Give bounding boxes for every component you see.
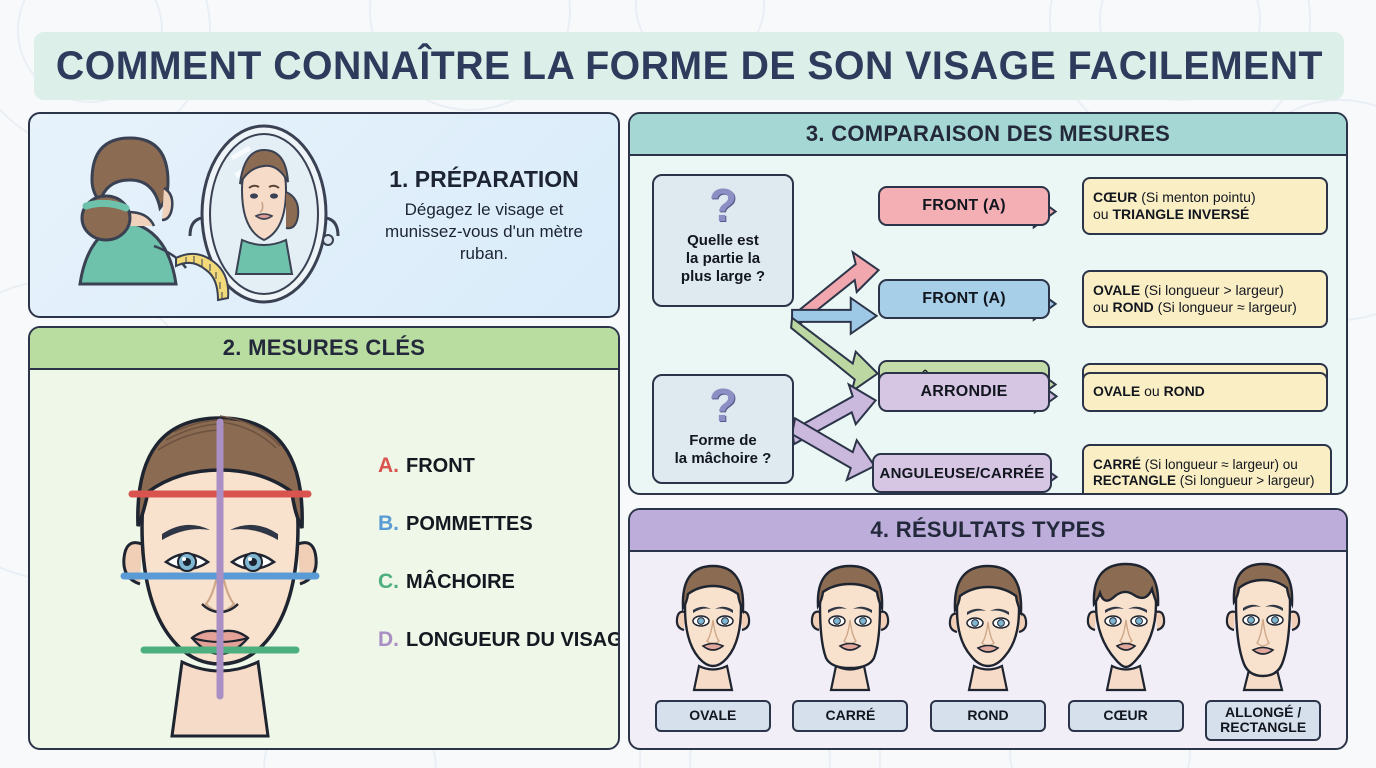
result-face-long-rectangle[interactable]: ALLONGÉ / RECTANGLE — [1201, 554, 1325, 741]
option-anguleuse-carree[interactable]: ANGULEUSE/CARRÉE — [872, 453, 1052, 493]
panel-comparison-header: 3. COMPARAISON DES MESURES — [630, 114, 1346, 156]
page-title-band: COMMENT CONNAÎTRE LA FORME DE SON VISAGE… — [34, 32, 1344, 100]
face-caption-round: ROND — [929, 700, 1046, 732]
result-line-1: OVALE ou ROND — [1093, 383, 1205, 400]
result-line-2: ou ROND (Si longueur ≈ largeur) — [1093, 299, 1297, 315]
result-face-round[interactable]: ROND — [926, 554, 1050, 732]
face-caption-square: CARRÉ — [792, 700, 909, 732]
measurement-legend: A. FRONT B. POMMETTES C. MÂCHOIRE D. LON… — [378, 454, 618, 686]
face-caption-heart: CŒUR — [1067, 700, 1184, 732]
result-line-1: CŒUR (Si menton pointu) — [1093, 188, 1256, 205]
legend-item-machoire: C. MÂCHOIRE — [378, 570, 610, 594]
legend-label-pommettes: POMMETTES — [406, 513, 533, 535]
result-line-1: CARRÉ (Si longueur ≈ largeur) ou — [1093, 456, 1298, 472]
option-pommettes-b[interactable]: FRONT (A) — [878, 279, 1050, 319]
panel-key-measurements-header: 2. MESURES CLÉS — [30, 328, 618, 370]
legend-letter-c: C. — [378, 570, 399, 593]
page-title: COMMENT CONNAÎTRE LA FORME DE SON VISAGE… — [55, 43, 1323, 88]
question-line-1: Quelle est — [687, 232, 759, 249]
result-coeur-triangle-inverse: CŒUR (Si menton pointu) ou TRIANGLE INVE… — [1082, 177, 1328, 235]
result-face-heart[interactable]: CŒUR — [1064, 554, 1188, 732]
question-line-1: Forme de — [689, 432, 757, 449]
preparation-text: 1. PRÉPARATION Dégagez le visage et muni… — [364, 166, 604, 264]
result-line-2: ou TRIANGLE INVERSÉ — [1093, 206, 1250, 222]
option-front-a[interactable]: FRONT (A) — [878, 186, 1050, 226]
illustration-mirror-measuring — [78, 124, 340, 304]
panel-result-types-header: 4. RÉSULTATS TYPES — [630, 510, 1346, 552]
question-mark-icon: ? — [708, 179, 738, 231]
option-arrondie[interactable]: ARRONDIE — [878, 372, 1050, 412]
result-face-square[interactable]: CARRÉ — [788, 554, 912, 732]
illustration-face-measurement-lines — [120, 415, 320, 738]
legend-label-longueur: LONGUEUR DU VISAGE — [406, 629, 620, 651]
question-line-2: la mâchoire ? — [674, 450, 772, 467]
face-caption-long-rectangle: ALLONGÉ / RECTANGLE — [1205, 700, 1322, 741]
result-face-oval[interactable]: OVALE — [651, 554, 775, 732]
legend-letter-d: D. — [378, 628, 399, 651]
face-caption-oval: OVALE — [654, 700, 771, 732]
face-shape-round-icon — [948, 564, 1028, 692]
legend-item-front: A. FRONT — [378, 454, 610, 478]
question-line-2: la partie la — [685, 250, 761, 267]
question-mark-icon: ? — [708, 379, 738, 431]
face-shape-square-icon — [811, 564, 890, 692]
panel-result-types: 4. RÉSULTATS TYPES — [628, 508, 1348, 750]
face-shape-long-rectangle-icon — [1225, 562, 1301, 692]
question-line-3: plus large ? — [680, 268, 766, 285]
preparation-step-title: 1. PRÉPARATION — [389, 166, 579, 192]
face-shape-heart-icon — [1086, 562, 1165, 692]
question-box-jaw-shape[interactable]: ? Forme de la mâchoire ? — [652, 374, 794, 484]
result-line-1: OVALE (Si longueur > largeur) — [1093, 281, 1284, 298]
legend-letter-b: B. — [378, 512, 399, 535]
legend-label-front: FRONT — [406, 455, 475, 477]
legend-item-pommettes: B. POMMETTES — [378, 512, 610, 536]
preparation-body: Dégagez le visage et munissez-vous d'un … — [385, 200, 583, 263]
question-box-widest-part[interactable]: ? Quelle est la partie la plus large ? — [652, 174, 794, 307]
face-shape-oval-icon — [675, 564, 751, 692]
legend-label-machoire: MÂCHOIRE — [406, 571, 515, 593]
result-line-2: RECTANGLE (Si longueur > largeur) — [1093, 473, 1315, 488]
result-ovale-ou-rond: OVALE ou ROND — [1082, 372, 1328, 412]
panel-comparison: 3. COMPARAISON DES MESURES — [628, 112, 1348, 495]
result-ovale-rond: OVALE (Si longueur > largeur) ou ROND (S… — [1082, 270, 1328, 328]
legend-item-longueur: D. LONGUEUR DU VISAGE — [378, 628, 618, 652]
panel-key-measurements: 2. MESURES CLÉS — [28, 326, 620, 750]
panel-preparation: 1. PRÉPARATION Dégagez le visage et muni… — [28, 112, 620, 318]
question-text-jaw-shape: Forme de la mâchoire ? — [675, 432, 772, 468]
legend-letter-a: A. — [378, 454, 399, 477]
question-text-widest-part: Quelle est la partie la plus large ? — [681, 232, 765, 286]
result-carre-rectangle: CARRÉ (Si longueur ≈ largeur) ou RECTANG… — [1082, 444, 1332, 493]
result-faces-row: OVALE CARRÉ — [630, 554, 1346, 748]
